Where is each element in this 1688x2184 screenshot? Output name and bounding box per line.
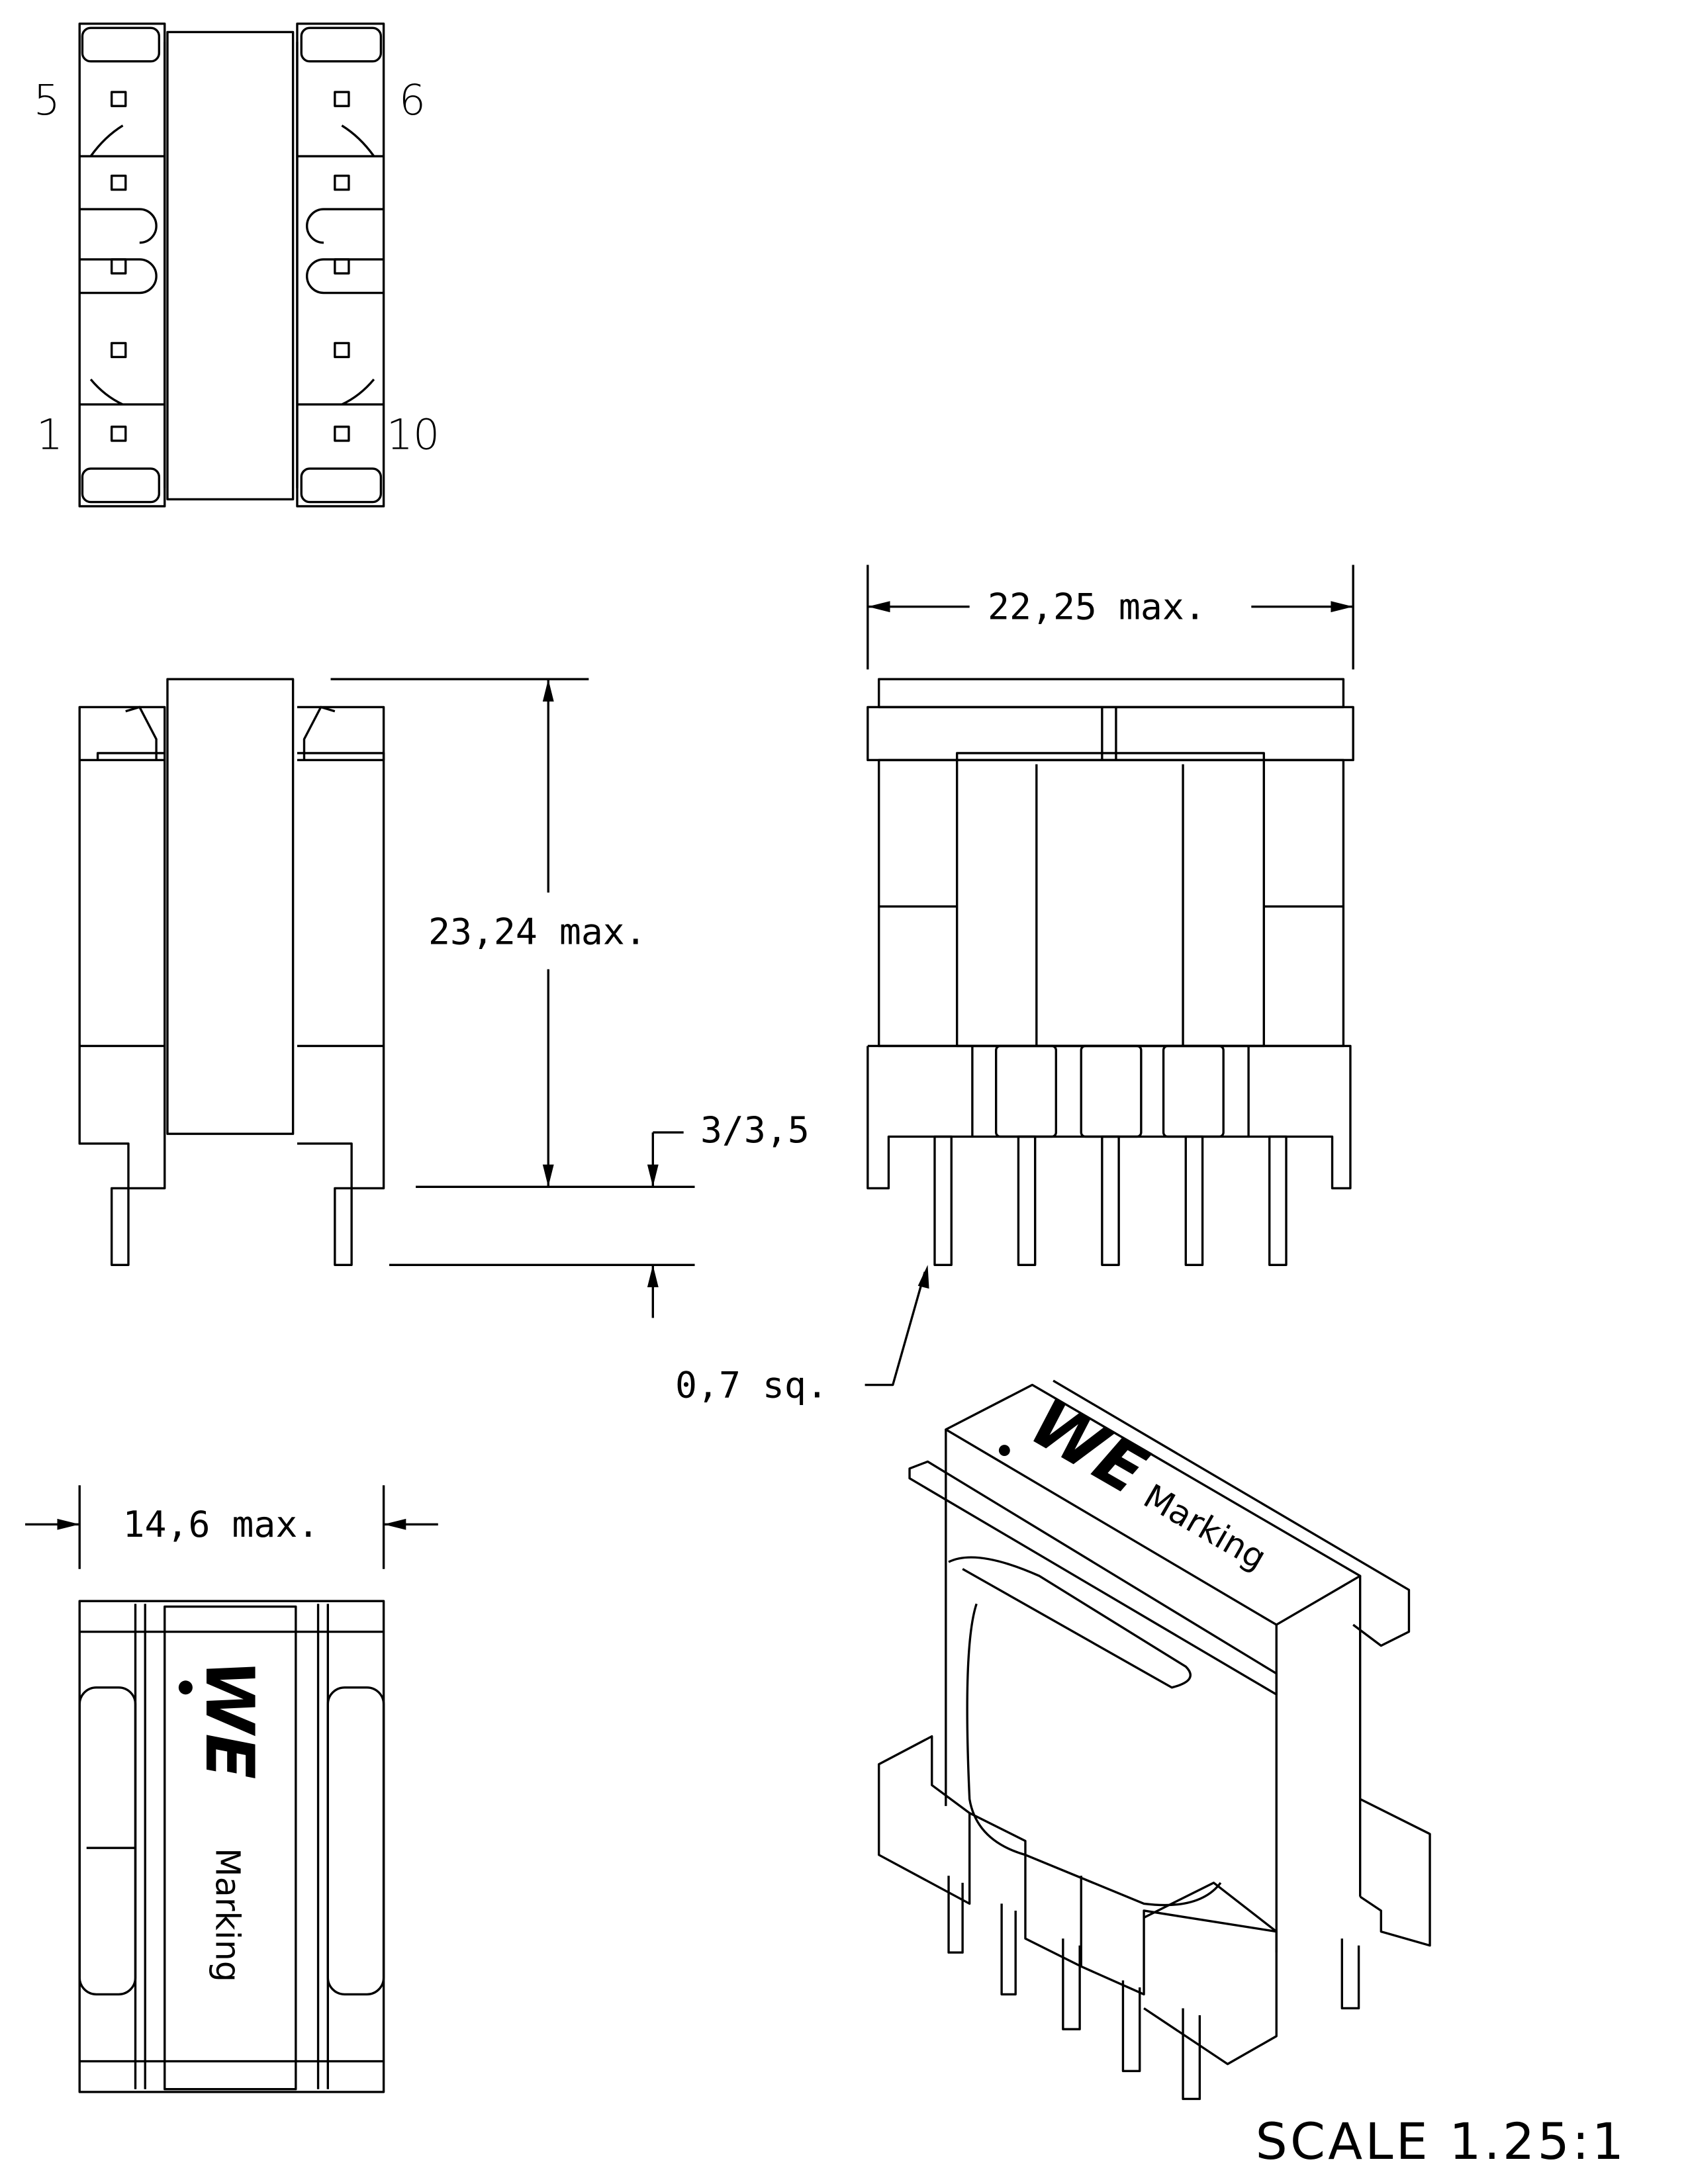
pin-squares xyxy=(110,91,350,442)
front-view: 22,25 max. 0,7 sq. xyxy=(675,565,1354,1406)
pin-label-10: 10 xyxy=(387,410,440,459)
top-view: 5 6 1 10 xyxy=(34,23,440,508)
marking-label-iso: Marking xyxy=(1137,1477,1273,1578)
height-dimension: 23,24 max. 3/3,5 xyxy=(330,678,810,1318)
depth-dimension-label: 14,6 max. xyxy=(123,1503,320,1545)
pin-size-label: 0,7 sq. xyxy=(675,1363,828,1406)
pin-label-1: 1 xyxy=(36,410,63,459)
isometric-view: WE Marking xyxy=(877,1379,1431,2101)
side-view: 23,24 max. 3/3,5 xyxy=(78,678,810,1318)
we-logo: WE xyxy=(191,1660,269,1780)
we-logo-iso: WE xyxy=(1017,1383,1160,1510)
pins xyxy=(933,1135,1288,1266)
pin-label-5: 5 xyxy=(34,75,60,124)
width-dimension-label: 22,25 max. xyxy=(988,586,1206,628)
marking-label-bottom: Marking xyxy=(209,1848,248,1982)
height-dimension-label: 23,24 max. xyxy=(428,911,647,953)
iso-pins xyxy=(947,1876,1360,2101)
pin-length-label: 3/3,5 xyxy=(700,1109,810,1151)
bottom-view: 14,6 max. WE Marking xyxy=(25,1485,438,2093)
pin-label-6: 6 xyxy=(399,75,426,124)
scale-label: SCALE 1.25:1 xyxy=(1256,2113,1627,2171)
